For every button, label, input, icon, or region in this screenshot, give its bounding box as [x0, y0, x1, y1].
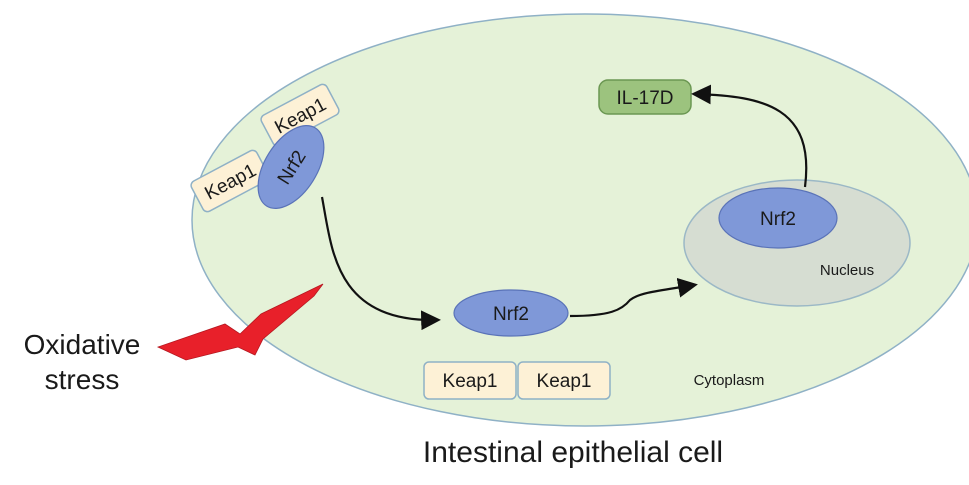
keap1-box-free-left [423, 361, 517, 400]
oxidative-stress-line1: Oxidative [24, 329, 141, 360]
nrf2-free-node [453, 289, 569, 337]
cytoplasm-label: Cytoplasm [694, 372, 765, 389]
lightning-bolt-icon [156, 283, 324, 361]
nrf2-nuclear-node [718, 187, 838, 249]
cell-membrane [191, 13, 969, 427]
keap1-label-free-left: Keap1 [443, 371, 498, 392]
nrf2-free-label: Nrf2 [493, 304, 529, 325]
nucleus-label: Nucleus [820, 262, 874, 279]
il17d-box [598, 79, 692, 115]
nrf2-complex-node [257, 125, 325, 209]
arrow-release-to-cytoplasm [320, 196, 441, 331]
keap1-box-free-right [517, 361, 611, 400]
arrow-nucleus-to-il17d [691, 84, 808, 188]
keap1-label-free-right: Keap1 [537, 371, 592, 392]
il17d-label: IL-17D [616, 88, 673, 109]
cell-caption: Intestinal epithelial cell [423, 436, 723, 469]
keap1-box-complex-left [190, 149, 270, 213]
oxidative-stress-line2: stress [45, 364, 120, 395]
nrf2-nuclear-label: Nrf2 [760, 209, 796, 230]
arrow-translocation-to-nucleus [569, 277, 698, 318]
